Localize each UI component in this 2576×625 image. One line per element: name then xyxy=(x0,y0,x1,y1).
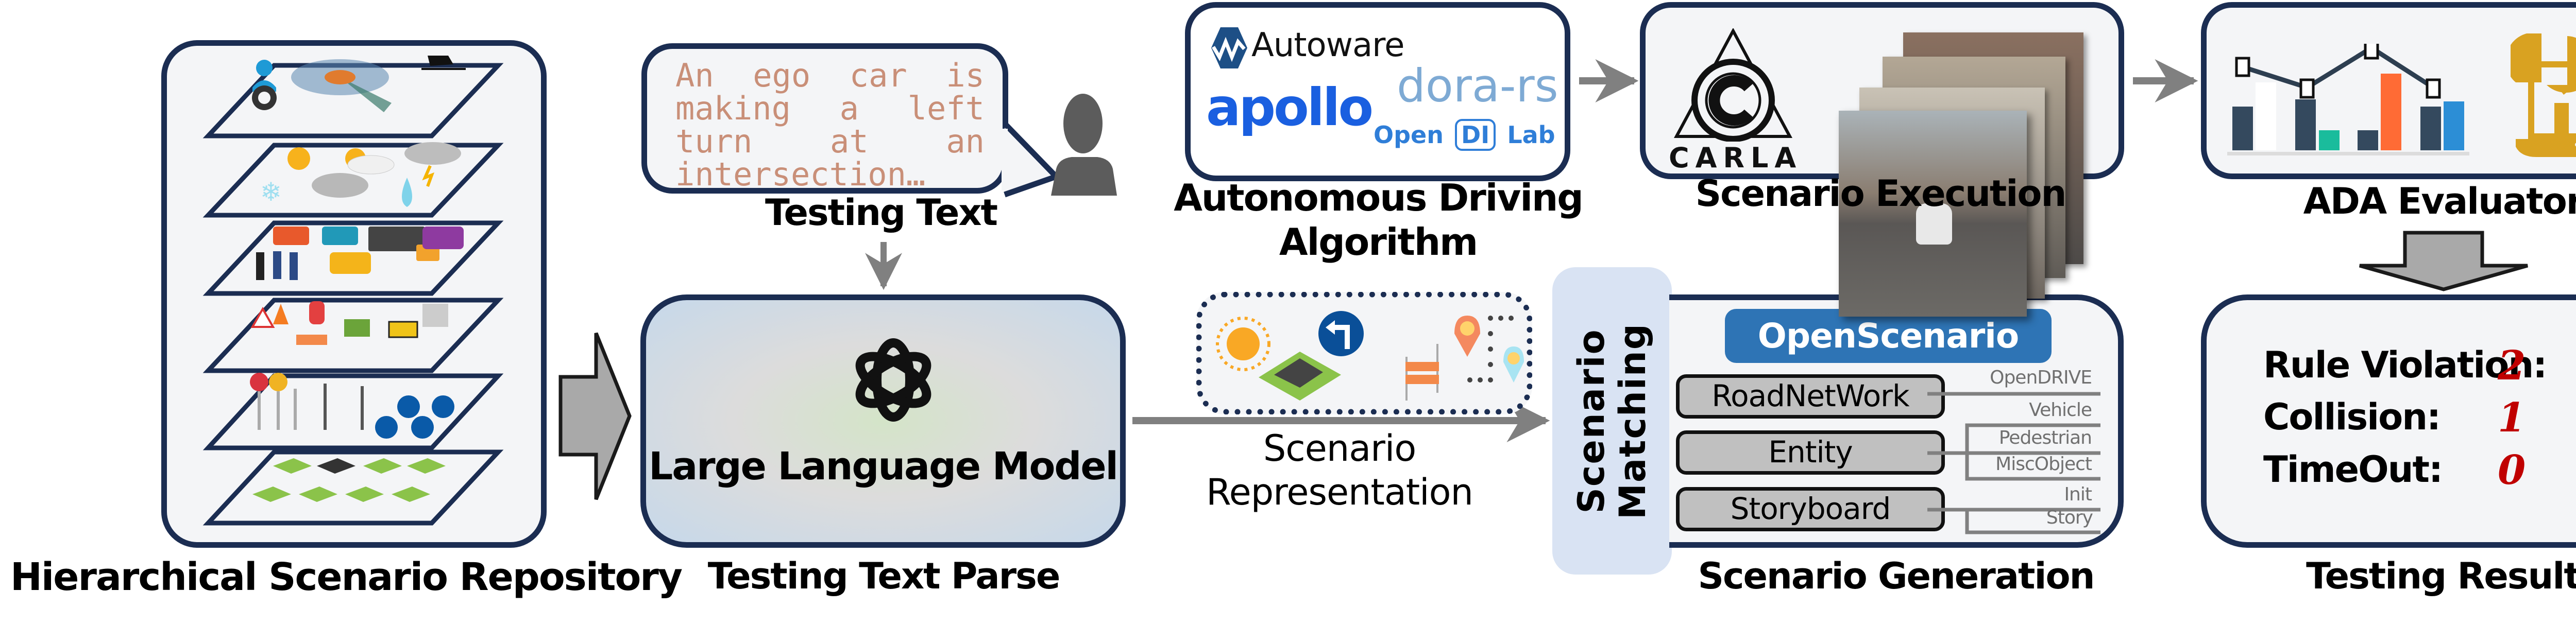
llm-panel: Large Language Model xyxy=(640,294,1126,548)
block-arrow-evaluator-to-result xyxy=(2359,231,2528,291)
route-dots-icon xyxy=(1467,316,1514,383)
autoware-logo-icon xyxy=(1211,27,1247,68)
start-pin-icon xyxy=(1454,316,1480,357)
sun-icon xyxy=(1216,317,1270,371)
traffic-sign-icons xyxy=(250,373,454,439)
traffic-participant-icons xyxy=(256,227,464,280)
openscenario-header: OpenScenario xyxy=(1725,309,2052,363)
leaf-init: Init xyxy=(2064,484,2092,505)
apollo-logo: apollo xyxy=(1206,77,1374,137)
result-rule-violation-value: 2 xyxy=(2498,342,2526,389)
opendilab-lab: Lab xyxy=(1507,121,1555,149)
opendilab-di: DI xyxy=(1455,119,1496,151)
opendilab-logo: Open DI Lab xyxy=(1374,119,1555,151)
result-rule-violation-label: Rule Violation: xyxy=(2263,344,2547,386)
opendilab-open: Open xyxy=(1374,121,1444,149)
svg-text:❄: ❄ xyxy=(260,177,282,207)
openai-logo-icon xyxy=(855,338,931,422)
leaf-pedestrian: Pedestrian xyxy=(1998,427,2092,448)
algorithm-label-line2: Algorithm xyxy=(1279,220,1478,264)
pedal-icon xyxy=(421,56,466,70)
block-arrow-repository-to-llm xyxy=(558,332,632,500)
carla-wordmark: CARLA xyxy=(1669,142,1803,174)
leaf-story: Story xyxy=(2046,507,2093,528)
bar-line-chart-icon xyxy=(2227,44,2469,155)
scenario-matching-panel: Scenario Matching xyxy=(1552,267,1672,575)
result-collision-label: Collision: xyxy=(2263,396,2441,438)
end-pin-icon xyxy=(1503,346,1524,383)
algorithm-label-line1: Autonomous Driving xyxy=(1174,176,1584,219)
left-turn-sign-icon xyxy=(1318,311,1364,356)
element-entity: Entity xyxy=(1676,430,1945,475)
dora-rs-logo: dora-rs xyxy=(1397,59,1558,112)
repository-label: Hierarchical Scenario Repository xyxy=(10,555,683,599)
leaf-vehicle: Vehicle xyxy=(2029,400,2092,421)
scenario-representation-panel xyxy=(1196,292,1532,414)
scenario-generation-label: Scenario Generation xyxy=(1698,555,2095,597)
road-tile-icons xyxy=(252,458,446,502)
testing-result-label: Testing Result xyxy=(2306,555,2576,597)
algorithm-panel: Autoware apollo dora-rs Open DI Lab xyxy=(1185,2,1570,181)
element-roadnetwork: RoadNetWork xyxy=(1676,374,1945,419)
testing-text-label: Testing Text xyxy=(765,192,998,234)
road-tile-icon xyxy=(1259,352,1341,401)
scenario-execution-panel: CARLA xyxy=(1640,2,2124,317)
result-timeout-label: TimeOut: xyxy=(2263,448,2443,491)
scenario-execution-label: Scenario Execution xyxy=(1695,172,2067,215)
analytics-laptop-icon xyxy=(2511,33,2576,157)
road-obstacle-icons xyxy=(250,301,448,345)
leaf-opendrive: OpenDRIVE xyxy=(1990,367,2092,388)
layer-driver-sensors xyxy=(202,63,504,138)
testing-result-panel: Rule Violation: 2 Collision: 1 TimeOut: … xyxy=(2201,294,2576,548)
representation-label-line1: Scenario xyxy=(1263,427,1416,470)
element-storyboard: Storyboard xyxy=(1676,487,1945,531)
simulation-screenshot-front xyxy=(1839,111,2027,317)
result-timeout-value: 0 xyxy=(2498,447,2526,494)
barrier-icon xyxy=(1405,344,1439,401)
llm-title: Large Language Model xyxy=(649,444,1118,489)
testing-text-content: An ego car is making a left turn at an i… xyxy=(675,57,985,193)
sensor-coverage-icon xyxy=(291,59,392,112)
representation-icons xyxy=(1216,311,1524,401)
ada-evaluator-panel xyxy=(2201,2,2576,179)
driver-icon xyxy=(252,60,277,110)
result-collision-value: 1 xyxy=(2498,394,2526,441)
testing-text-bubble: An ego car is making a left turn at an i… xyxy=(641,43,1008,194)
ada-evaluator-label: ADA Evaluator xyxy=(2303,180,2576,222)
autoware-logo: Autoware xyxy=(1251,26,1404,64)
weather-icons: ❄ xyxy=(260,142,461,207)
representation-label-line2: Representation xyxy=(1206,471,1473,513)
carla-logo-icon xyxy=(1673,28,1793,142)
text-parse-label: Testing Text Parse xyxy=(707,555,1061,597)
person-icon xyxy=(1051,94,1117,196)
leaf-miscobject: MiscObject xyxy=(1995,454,2092,475)
ego-car xyxy=(1916,203,1952,245)
